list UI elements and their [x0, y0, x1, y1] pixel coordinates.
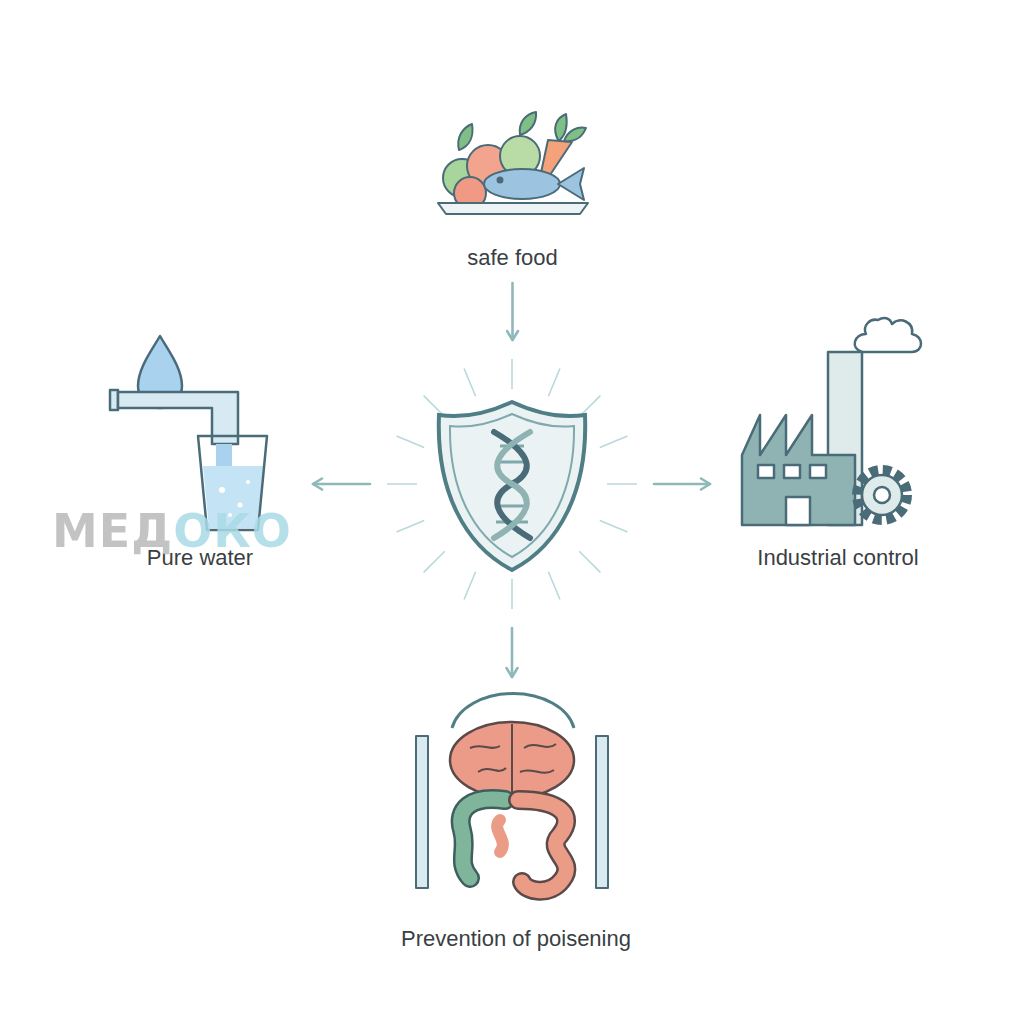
bubble: [246, 480, 250, 484]
window: [810, 465, 826, 478]
shield-rays: [387, 359, 637, 609]
prevention-node: Prevention of poisening: [380, 685, 652, 960]
intestine: [461, 799, 505, 878]
fish: [484, 169, 560, 199]
shield-illustration: [387, 359, 637, 609]
flow-arrow: [511, 628, 514, 677]
fish-eye: [498, 178, 503, 183]
shield-node: [378, 348, 646, 620]
food-illustration: [438, 112, 588, 214]
shield: [439, 402, 585, 570]
node-label: Industrial control: [718, 545, 958, 571]
dna-strand: [494, 432, 530, 538]
intestine: [497, 820, 503, 852]
brain-folds: [470, 724, 556, 796]
node-label: Prevention of poisening: [380, 926, 652, 952]
window: [784, 465, 800, 478]
food-node: safe food: [425, 105, 600, 275]
fish-tail: [558, 168, 584, 200]
gear: [862, 475, 902, 515]
factory-illustration: [742, 318, 921, 525]
side-bar: [596, 736, 608, 888]
intestine-outline: [518, 800, 566, 891]
node-label: safe food: [425, 245, 600, 271]
water-illustration: [110, 336, 267, 530]
intestine-outline: [461, 799, 505, 878]
flow-arrow: [313, 483, 370, 486]
intestine: [518, 800, 566, 891]
dna-strand: [494, 432, 530, 538]
smoke-cloud: [855, 318, 921, 352]
gear-hole: [874, 487, 890, 503]
door: [786, 497, 810, 525]
flow-arrow: [654, 483, 710, 486]
body-illustration: [416, 694, 608, 891]
gear-teeth: [858, 471, 906, 519]
bubble: [219, 487, 225, 493]
window: [758, 465, 774, 478]
side-bar: [416, 736, 428, 888]
shield-inner: [450, 414, 574, 557]
industry-node: Industrial control: [718, 310, 958, 590]
watermark: МЕДОКО: [52, 505, 292, 557]
plate: [438, 203, 588, 214]
brain: [450, 722, 574, 798]
leaf: [458, 124, 472, 150]
flow-arrow: [511, 283, 514, 340]
carrot-leaves: [555, 114, 586, 141]
leaf: [520, 112, 536, 135]
factory-building: [742, 415, 855, 525]
